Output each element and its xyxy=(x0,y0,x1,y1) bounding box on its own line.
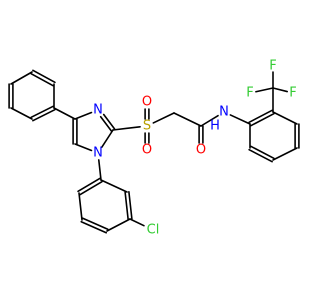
bond-line xyxy=(272,111,298,125)
bond-line xyxy=(272,87,288,93)
bond-line xyxy=(53,107,76,120)
fluorine-atom-label: F xyxy=(289,86,296,101)
bond-line xyxy=(128,190,133,220)
fluorine-atom-label: F xyxy=(246,86,253,101)
bond-line xyxy=(229,114,251,125)
chlorine-atom-label: Cl xyxy=(147,223,160,238)
bond-line xyxy=(248,148,273,163)
nitrogen-atom-label: N xyxy=(93,146,103,161)
bond-line xyxy=(112,126,141,131)
bond-line xyxy=(97,159,102,181)
bond-line xyxy=(250,112,275,127)
bond-line xyxy=(250,145,275,160)
bond-layer xyxy=(8,69,300,234)
bond-line xyxy=(74,111,93,120)
bond-line xyxy=(101,129,114,148)
bond-line xyxy=(30,72,54,87)
hydrogen-atom-label: H xyxy=(210,119,220,134)
bond-line xyxy=(10,71,33,85)
bond-line xyxy=(81,217,109,231)
bond-line xyxy=(99,115,113,132)
bond-line xyxy=(32,108,56,122)
bond-line xyxy=(173,112,202,127)
bond-line xyxy=(78,192,83,221)
bond-line xyxy=(200,114,219,127)
bond-line xyxy=(10,107,33,120)
bond-line xyxy=(272,147,298,161)
bond-line xyxy=(80,220,108,234)
bond-line xyxy=(152,112,175,124)
bond-line xyxy=(124,191,129,221)
bond-line xyxy=(77,177,101,193)
fluorine-atom-label: F xyxy=(269,59,276,74)
nitrogen-atom-label: N xyxy=(219,105,229,120)
oxygen-atom-label: O xyxy=(142,143,152,158)
bond-line xyxy=(32,69,56,84)
bond-line xyxy=(30,105,54,119)
bond-line xyxy=(106,218,131,232)
oxygen-atom-label: O xyxy=(142,95,152,110)
sulfur-atom-label: S xyxy=(143,119,151,134)
bond-line xyxy=(100,179,128,193)
bond-line xyxy=(79,180,103,196)
bond-line xyxy=(129,218,145,227)
bond-line xyxy=(248,109,273,124)
oxygen-atom-label: O xyxy=(196,143,206,158)
bond-line xyxy=(102,113,116,130)
bond-line xyxy=(255,87,274,93)
nitrogen-atom-label: N xyxy=(93,103,103,118)
bond-line xyxy=(74,143,93,152)
